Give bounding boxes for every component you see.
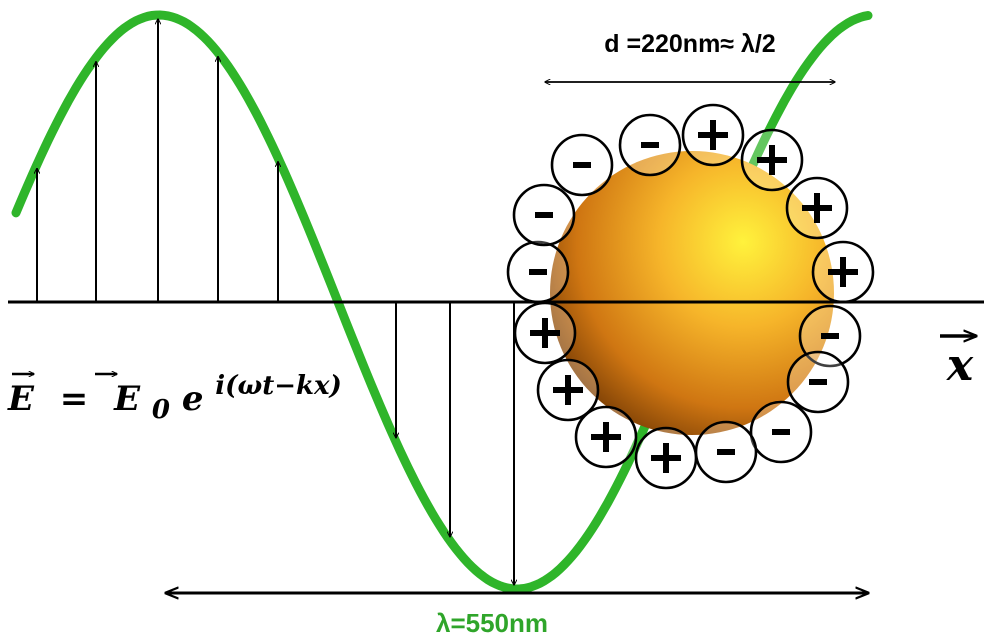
gold-nanoparticle [550,151,834,435]
eq-exponent: i(ωt−kx) [215,371,342,401]
positive-charge [513,301,577,365]
positive-charge [785,176,849,240]
negative-charge [618,113,682,177]
eq-amplitude: E [113,379,141,419]
svg-text:E = E 0: E = E 0 e i(ωt−kx) [7,371,342,427]
eq-lhs: E [7,379,35,419]
positive-charge [681,103,745,167]
negative-charge [749,400,813,464]
wavelength-label: λ=550nm [436,608,548,637]
x-axis-label: x [940,336,976,391]
diameter-label: d =220nm≈ λ/2 [604,30,775,58]
negative-charge [512,183,576,247]
negative-charge [506,240,570,304]
negative-charge [694,420,758,484]
svg-text:x: x [946,340,974,391]
positive-charge [811,240,875,304]
negative-charge [786,350,850,414]
field-vectors [37,19,514,585]
positive-charge [740,128,804,192]
positive-charge [536,358,600,422]
surface-charges [506,103,875,490]
eq-equals: = [60,379,89,419]
negative-charge [550,133,614,197]
eq-amplitude-sub: 0 [152,395,170,425]
positive-charge [634,426,698,490]
field-equation: E = E 0 e i(ωt−kx) [7,371,342,427]
eq-base: e [182,379,204,419]
positive-charge [574,405,638,469]
